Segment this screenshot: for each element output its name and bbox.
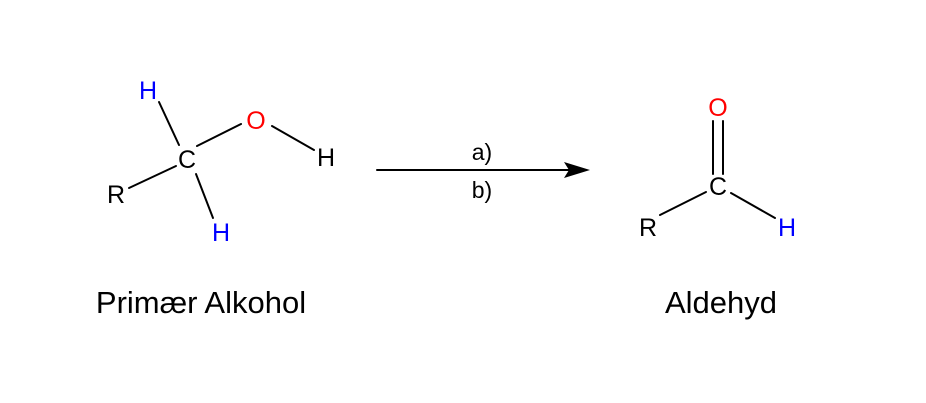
bond-c-h	[730, 192, 776, 219]
reactant-caption: Primær Alkohol	[96, 285, 306, 320]
bond-c-h-top	[158, 101, 180, 146]
atom-h-hydroxyl: H	[317, 144, 335, 172]
arrow-head	[564, 162, 590, 178]
condition-a-label: a)	[472, 139, 492, 165]
atom-c: C	[709, 173, 727, 201]
bond-c-h-bottom	[195, 173, 214, 219]
product-caption: Aldehyd	[665, 285, 777, 320]
condition-b-label: b)	[472, 177, 492, 203]
atom-r: R	[107, 181, 125, 209]
atom-h: H	[778, 214, 796, 242]
atom-r: R	[639, 214, 657, 242]
bond-c-r	[659, 191, 707, 216]
reactant-molecule: H O H C R H	[107, 77, 335, 247]
reaction-arrow	[376, 162, 590, 178]
product-molecule: O C R H	[639, 94, 796, 242]
atom-o: O	[708, 94, 727, 122]
bond-c-o	[196, 123, 242, 147]
atom-h-bottom: H	[212, 219, 230, 247]
atom-o: O	[246, 107, 265, 135]
atom-c: C	[178, 146, 196, 174]
bond-c-r	[128, 165, 177, 189]
atom-h-top: H	[139, 77, 157, 105]
bond-o-h	[271, 125, 315, 151]
